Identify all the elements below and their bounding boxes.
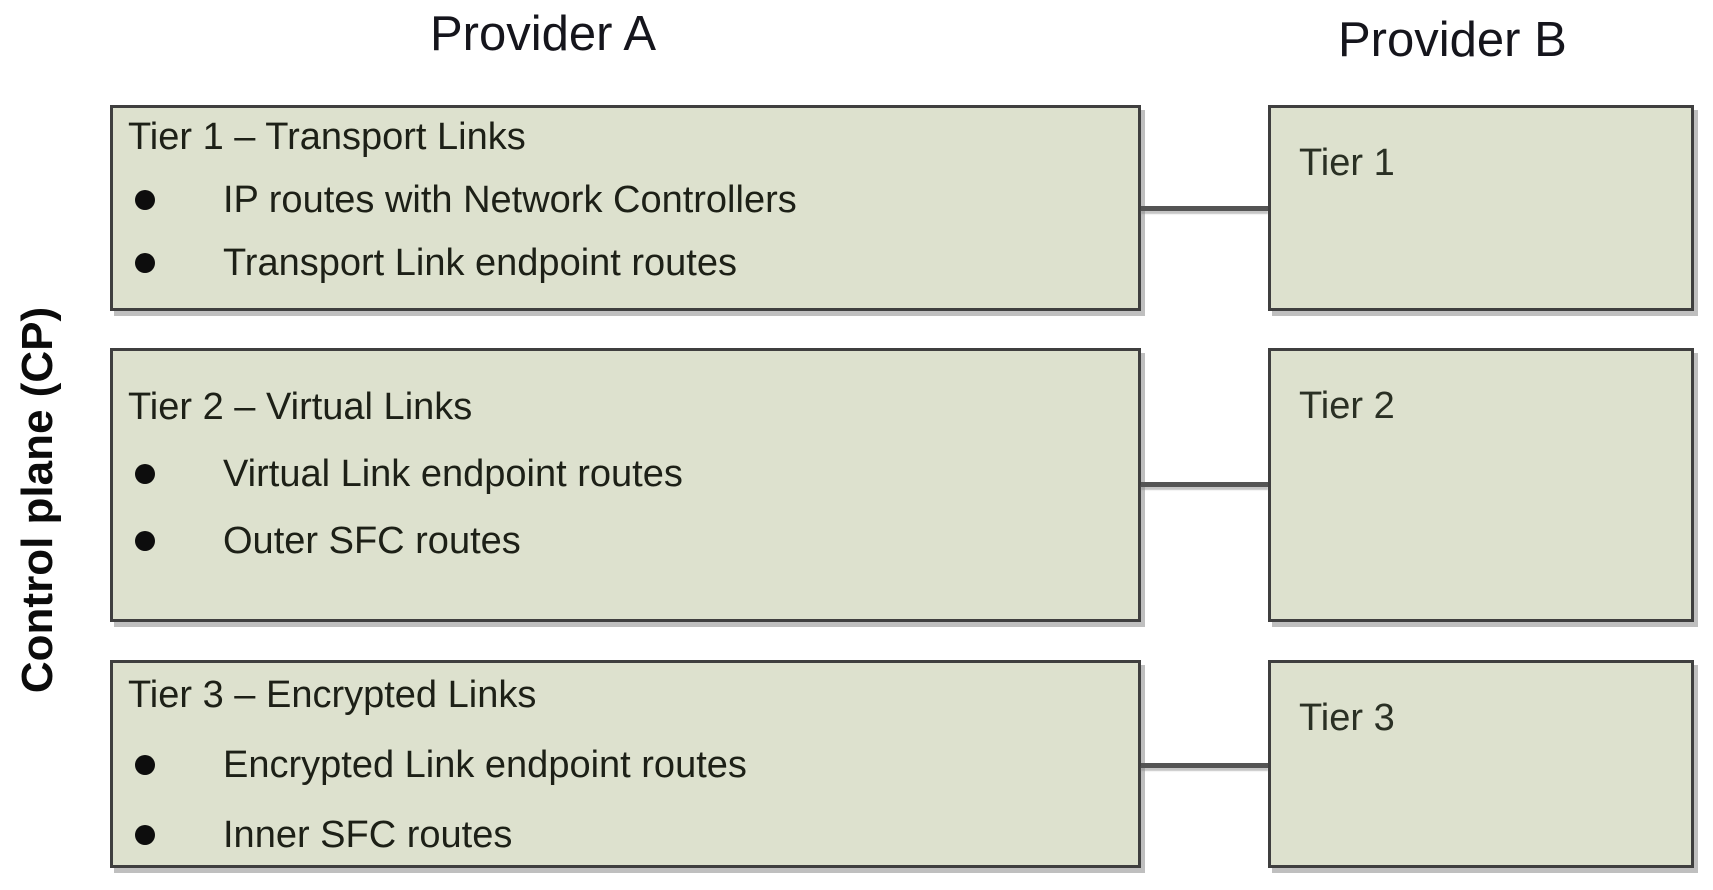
bullet-text: Inner SFC routes	[223, 814, 513, 856]
tier1-connector-line	[1141, 206, 1268, 211]
bullet-icon	[135, 190, 155, 210]
tier3-connector-line	[1141, 763, 1268, 768]
bullet-icon	[135, 825, 155, 845]
tier1-provider-a-box: Tier 1 – Transport Links IP routes with …	[110, 105, 1141, 311]
bullet-icon	[135, 253, 155, 273]
provider-b-heading: Provider B	[1338, 13, 1567, 67]
tier3-provider-a-box: Tier 3 – Encrypted Links Encrypted Link …	[110, 660, 1141, 868]
tier3-title: Tier 3 – Encrypted Links	[128, 674, 537, 716]
tier2-provider-a-box: Tier 2 – Virtual Links Virtual Link endp…	[110, 348, 1141, 622]
tier2-title: Tier 2 – Virtual Links	[128, 386, 473, 428]
tier2-provider-b-box: Tier 2	[1268, 348, 1694, 622]
bullet-icon	[135, 531, 155, 551]
tier3-provider-b-label: Tier 3	[1299, 697, 1395, 739]
bullet-icon	[135, 755, 155, 775]
tier1-provider-b-box: Tier 1	[1268, 105, 1694, 311]
tier1-title: Tier 1 – Transport Links	[128, 116, 526, 158]
tier3-provider-b-box: Tier 3	[1268, 660, 1694, 868]
tier2-connector-line	[1141, 482, 1268, 487]
bullet-text: Transport Link endpoint routes	[223, 242, 738, 284]
bullet-text: IP routes with Network Controllers	[223, 179, 797, 221]
bullet-icon	[135, 464, 155, 484]
tier1-bullet-1: IP routes with Network Controllers	[113, 175, 1138, 225]
tier1-provider-b-label: Tier 1	[1299, 142, 1395, 184]
bullet-text: Encrypted Link endpoint routes	[223, 744, 747, 786]
bullet-text: Outer SFC routes	[223, 520, 521, 562]
bullet-text: Virtual Link endpoint routes	[223, 453, 683, 495]
tier2-bullet-2: Outer SFC routes	[113, 516, 1138, 566]
control-plane-axis-label: Control plane (CP)	[13, 306, 62, 694]
tier1-bullet-2: Transport Link endpoint routes	[113, 238, 1138, 288]
tier2-provider-b-label: Tier 2	[1299, 385, 1395, 427]
tier3-bullet-2: Inner SFC routes	[113, 810, 1138, 860]
provider-a-heading: Provider A	[430, 7, 657, 61]
tier3-bullet-1: Encrypted Link endpoint routes	[113, 740, 1138, 790]
tier2-bullet-1: Virtual Link endpoint routes	[113, 449, 1138, 499]
